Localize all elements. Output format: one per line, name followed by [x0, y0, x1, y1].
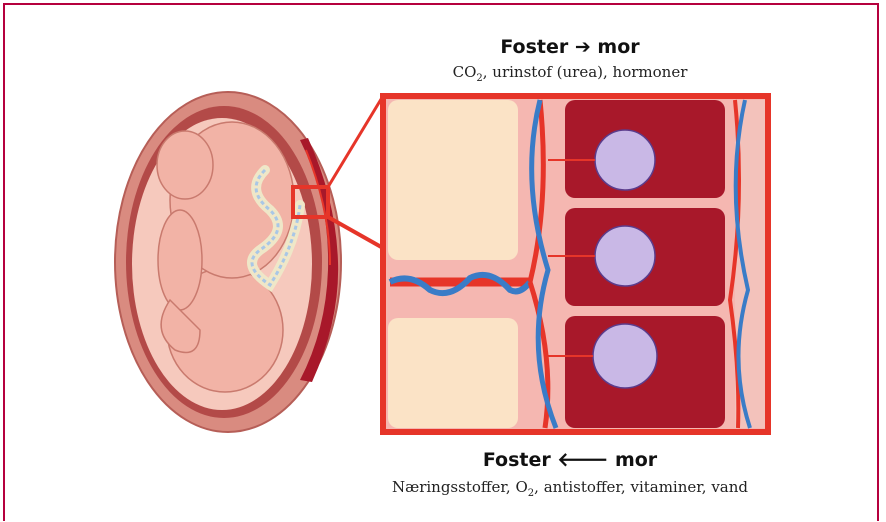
arrow-right-icon: ➔ — [575, 36, 591, 58]
bottom-direction-heading: Foster 🡐 mor — [370, 448, 770, 471]
arrow-left-icon: 🡐 — [557, 449, 608, 471]
bottom-substances: Næringsstoffer, O2, antistoffer, vitamin… — [370, 478, 770, 499]
top-foster-label: Foster — [500, 36, 568, 58]
top-direction-heading: Foster ➔ mor — [370, 36, 770, 58]
top-substances: CO2, urinstof (urea), hormoner — [370, 63, 770, 84]
top-mor-label: mor — [597, 36, 639, 58]
bottom-foster-label: Foster — [483, 449, 551, 471]
bottom-mor-label: mor — [615, 449, 657, 471]
